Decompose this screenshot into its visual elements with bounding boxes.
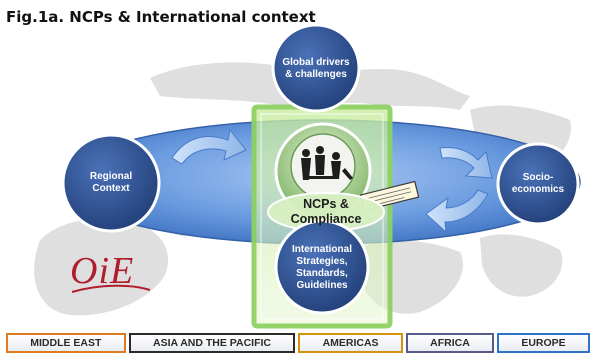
socio-economics-node <box>496 142 580 226</box>
oie-logo-text: OiE <box>70 250 135 292</box>
global-drivers-node <box>271 23 361 113</box>
region-tab-americas: AMERICAS <box>298 333 403 353</box>
region-tab-asia-pacific: ASIA AND THE PACIFIC <box>128 333 296 353</box>
figure-title: Fig.1a. NCPs & International context <box>6 8 316 26</box>
left-curved-arrow <box>171 128 247 165</box>
region-label: ASIA AND THE PACIFIC <box>152 337 272 349</box>
right-lower-arrow <box>425 189 489 234</box>
socio-economics-label: Socio- economics <box>511 172 565 195</box>
oie-logo-swoosh <box>71 284 151 293</box>
region-label: MIDDLE EAST <box>30 337 102 349</box>
region-label: AMERICAS <box>322 337 379 349</box>
international-strategies-label: International Strategies, Standards, Gui… <box>291 244 352 291</box>
region-tab-africa: AFRICA <box>405 333 495 353</box>
global-drivers-label: Global drivers & challenges <box>282 57 350 80</box>
international-strategies-node <box>274 219 370 315</box>
region-tabs: MIDDLE EAST ASIA AND THE PACIFIC AMERICA… <box>6 333 590 355</box>
people-meeting-icon <box>301 146 353 180</box>
regional-context-node <box>61 133 161 233</box>
region-label: AFRICA <box>430 337 470 349</box>
region-tab-middle-east: MIDDLE EAST <box>6 333 126 353</box>
oie-logo: OiE <box>70 249 134 293</box>
right-curved-arrow <box>439 147 493 179</box>
regional-context-label: Regional Context <box>89 171 133 194</box>
region-label: EUROPE <box>521 337 566 349</box>
region-tab-europe: EUROPE <box>497 333 590 353</box>
ncps-compliance-label: NCPs & Compliance <box>290 197 362 226</box>
